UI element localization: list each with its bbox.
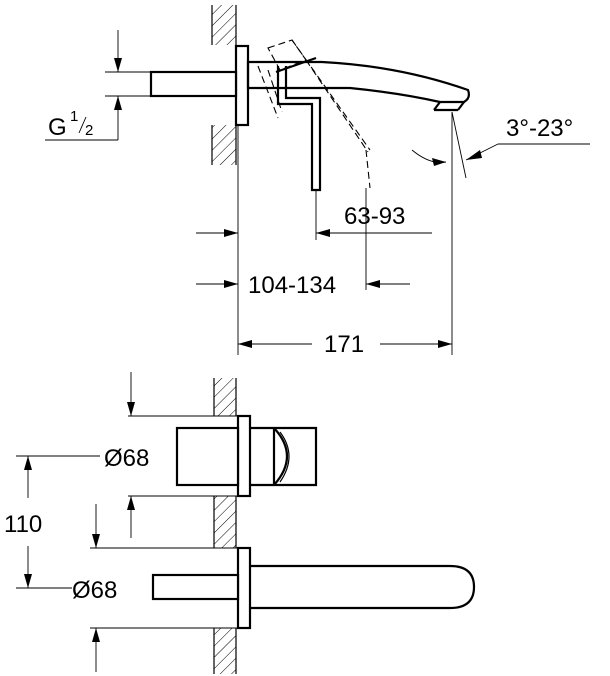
- lever-front: [250, 426, 318, 487]
- dim-63-93: 63-93: [196, 203, 432, 237]
- spout-side: [246, 60, 470, 104]
- dim-104-134-label: 104-134: [248, 272, 336, 299]
- dim-63-93-label: 63-93: [344, 203, 405, 230]
- dim-110-label: 110: [4, 511, 42, 538]
- diam-top-label: Ø68: [104, 445, 149, 472]
- lower-plate-front: [236, 546, 252, 630]
- wall-plate-side: [234, 44, 250, 127]
- angle-dimension: 3°-23°: [411, 111, 590, 179]
- thread-dimension: G 1 2: [45, 30, 151, 141]
- lever-alt-position: [257, 39, 371, 189]
- front-view: Ø68 110 Ø68: [4, 372, 476, 674]
- lever-side: [275, 56, 322, 192]
- upper-body-front: [175, 426, 240, 487]
- upper-plate-front: [236, 414, 252, 498]
- thread-numerator: 1: [70, 108, 78, 125]
- dim-171-label: 171: [324, 331, 364, 358]
- dim-diam-top: Ø68: [16, 372, 240, 538]
- angle-label: 3°-23°: [506, 115, 573, 142]
- side-view: G 1 2 3°-23° 63-93: [45, 5, 590, 358]
- pipe-stub-side: [149, 70, 238, 98]
- dim-diam-bottom: Ø68: [16, 504, 240, 672]
- diam-bottom-label: Ø68: [72, 577, 117, 604]
- dim-171: 171: [238, 331, 452, 358]
- dim-110: 110: [4, 456, 42, 588]
- spout-front: [250, 564, 476, 610]
- wall-side: [211, 5, 237, 165]
- thread-label: G: [48, 114, 67, 141]
- thread-denominator: 2: [85, 122, 93, 139]
- wall-front: [213, 378, 237, 674]
- dim-104-134: 104-134: [196, 272, 410, 299]
- lower-stub-front: [151, 573, 240, 601]
